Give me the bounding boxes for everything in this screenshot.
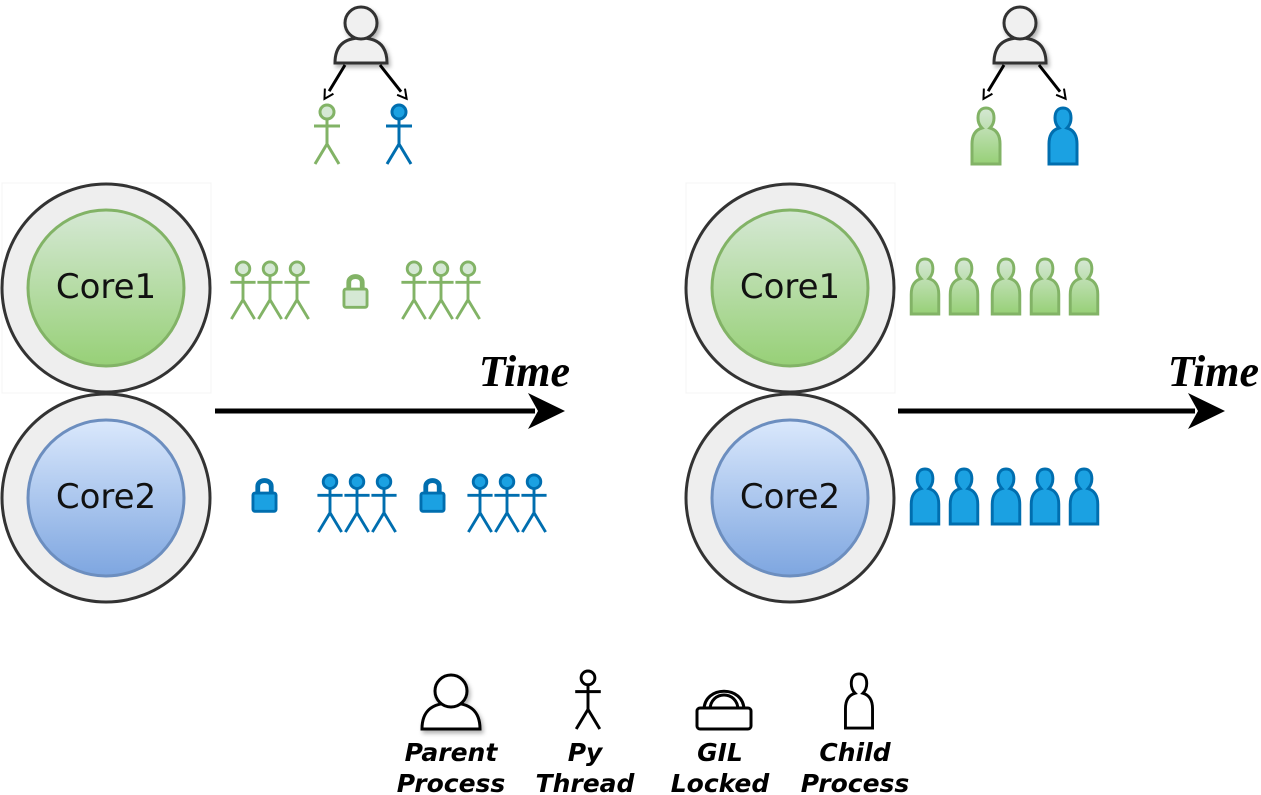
time-arrow-left — [215, 393, 565, 429]
legend-py-thread: Py Thread — [536, 669, 636, 795]
arrow-to-child-blue — [1037, 64, 1065, 98]
legend-thread-line2: Thread — [536, 769, 636, 795]
parent-user-icon — [333, 5, 389, 65]
thread-icon — [369, 473, 399, 534]
left-panel: Core1 Core2 — [0, 5, 570, 604]
child-process-icon — [1068, 257, 1100, 316]
core1-process-row — [909, 257, 1100, 316]
child-process-icon — [1029, 257, 1061, 316]
thread-icon — [426, 260, 456, 321]
thread-icon — [519, 473, 549, 534]
thread-icon — [465, 473, 495, 534]
gil-lock-icon — [253, 481, 276, 512]
stick-figure-icon — [573, 669, 603, 731]
child-process-icon — [990, 257, 1022, 316]
legend: Parent Process Py Thread GIL Locked Chil… — [397, 669, 910, 795]
core2-process-row — [909, 467, 1100, 526]
thread-icon — [228, 260, 258, 321]
child-green-icon — [970, 106, 1002, 166]
legend-child-process: Child Process — [801, 672, 910, 795]
core1-circle — [26, 208, 186, 368]
core1-label: Core1 — [740, 267, 840, 307]
arrow-to-thread-green — [325, 64, 347, 98]
core2-circle — [710, 418, 870, 578]
child-process-icon — [909, 257, 941, 316]
parent-user-icon — [420, 673, 482, 731]
core1-circle — [710, 208, 870, 368]
time-label-left: Time — [479, 347, 570, 396]
thread-icon — [342, 473, 372, 534]
core2-label: Core2 — [56, 477, 156, 517]
child-process-icon — [1029, 467, 1061, 526]
child-process-icon — [948, 467, 980, 526]
thread-icon — [255, 260, 285, 321]
right-panel: Core1 Core2 Time — [684, 5, 1259, 604]
thread-icon — [492, 473, 522, 534]
gil-lock-icon — [421, 481, 444, 512]
legend-thread-line1: Py — [568, 738, 604, 767]
child-process-icon — [1068, 467, 1100, 526]
arrow-to-thread-blue — [378, 64, 406, 98]
core2-label: Core2 — [740, 477, 840, 517]
child-process-icon — [990, 467, 1022, 526]
thread-icon — [315, 473, 345, 534]
legend-child-line1: Child — [819, 738, 891, 767]
core1-thread-row — [228, 260, 483, 321]
thread-icon — [453, 260, 483, 321]
person-silhouette-icon — [843, 672, 875, 730]
core1-label: Core1 — [56, 267, 156, 307]
arrow-to-child-green — [984, 64, 1006, 98]
parent-user-icon — [992, 5, 1048, 65]
child-blue-icon — [1047, 106, 1079, 166]
thread-icon — [282, 260, 312, 321]
legend-parent-process: Parent Process — [397, 673, 506, 795]
core2-thread-row — [253, 473, 549, 534]
legend-child-line2: Process — [801, 769, 910, 795]
child-process-icon — [909, 467, 941, 526]
legend-gil-line2: Locked — [671, 769, 771, 795]
time-arrow-right — [898, 393, 1225, 429]
legend-parent-line2: Process — [397, 769, 506, 795]
legend-parent-line1: Parent — [405, 738, 499, 767]
thread-green-icon — [312, 103, 342, 166]
thread-blue-icon — [384, 103, 414, 166]
thread-icon — [399, 260, 429, 321]
legend-gil-locked: GIL Locked — [671, 689, 771, 795]
time-label-right: Time — [1168, 347, 1259, 396]
gil-lock-icon — [344, 277, 367, 308]
padlock-icon — [695, 689, 753, 731]
core2-circle — [26, 418, 186, 578]
legend-gil-line1: GIL — [697, 738, 743, 767]
child-process-icon — [948, 257, 980, 316]
